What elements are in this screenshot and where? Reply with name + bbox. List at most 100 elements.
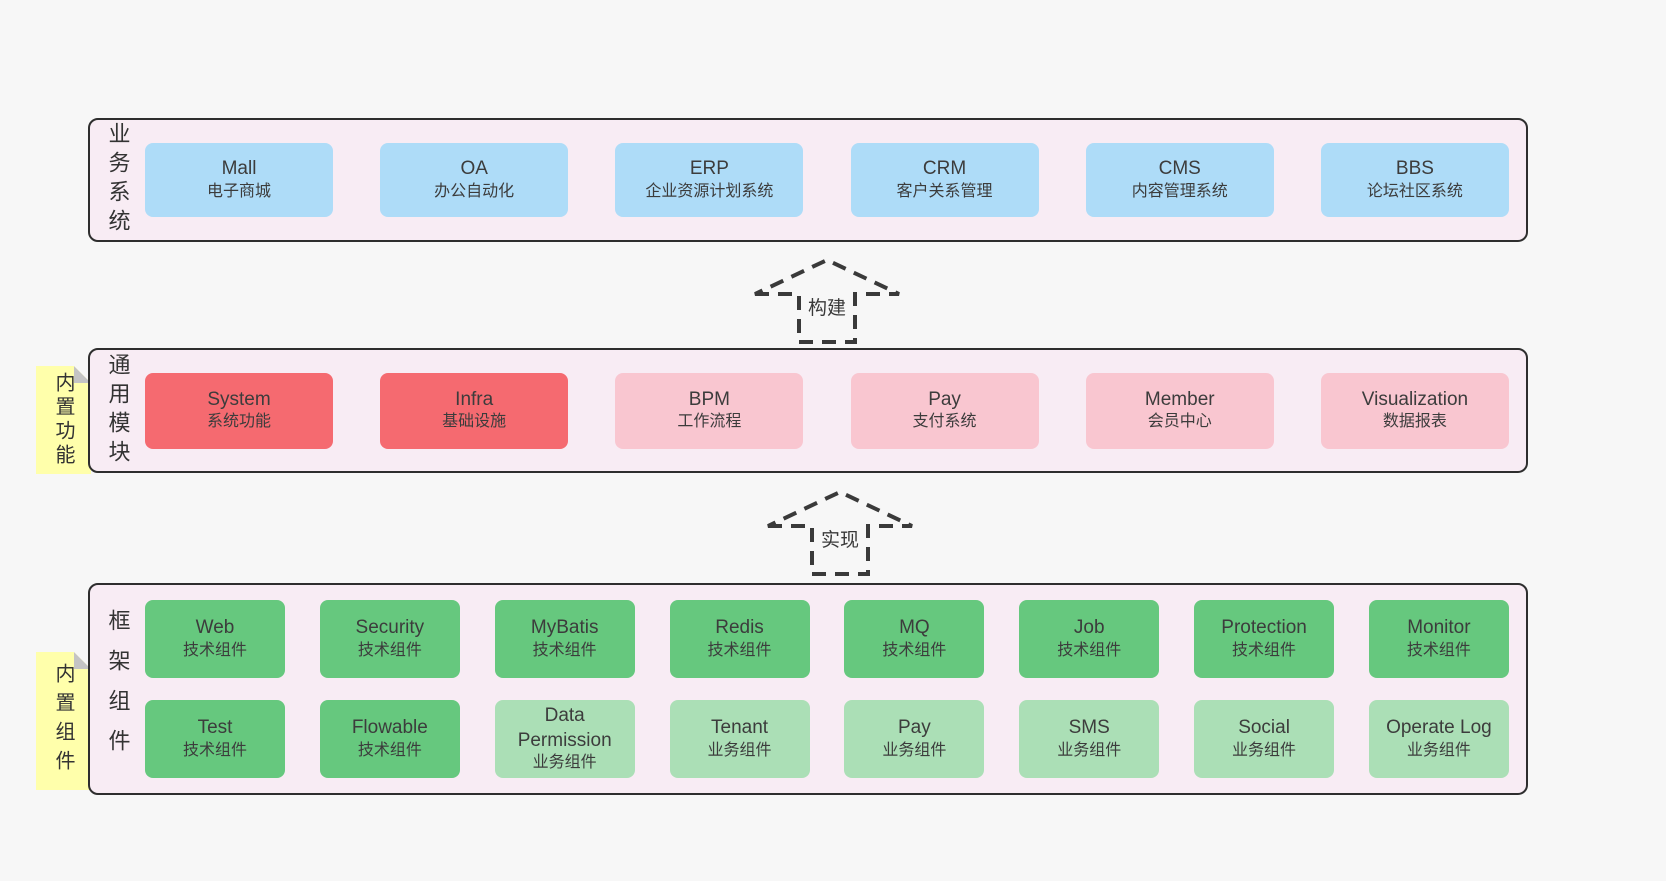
implement-arrow: 实现 <box>760 486 920 578</box>
box-title: CMS <box>1158 158 1201 180</box>
box-flowable: Flowable 技术组件 <box>319 700 460 778</box>
framework-components-panel: 框架组件 Web 技术组件 Security 技术组件 MyBatis 技术组件… <box>88 583 1528 795</box>
box-subtitle: 基础设施 <box>442 413 507 431</box>
box-mall: Mall 电子商城 <box>145 143 333 217</box>
box-title: Job <box>1073 617 1105 639</box>
up-arrow-icon <box>767 489 913 576</box>
box-protection: Protection 技术组件 <box>1194 600 1335 678</box>
box-erp: ERP 企业资源计划系统 <box>615 143 804 217</box>
box-subtitle: 企业资源计划系统 <box>645 182 774 200</box>
box-title: Flowable <box>351 717 428 739</box>
box-subtitle: 系统功能 <box>206 413 271 431</box>
box-subtitle: 业务组件 <box>1057 741 1122 759</box>
box-subtitle: 技术组件 <box>707 641 772 659</box>
box-subtitle: 业务组件 <box>532 754 597 772</box>
box-title: ERP <box>689 158 729 180</box>
box-subtitle: 办公自动化 <box>434 182 515 200</box>
sticky-built-in-functions: 内置功能 <box>36 366 91 474</box>
common-modules-panel: 通用模块 System 系统功能 Infra 基础设施 BPM 工作流程 Pay… <box>88 348 1528 473</box>
box-title: MQ <box>899 617 930 639</box>
box-subtitle: 技术组件 <box>182 741 247 759</box>
box-title: Infra <box>455 388 494 410</box>
box-subtitle: 内容管理系统 <box>1131 182 1228 200</box>
box-job: Job 技术组件 <box>1019 600 1160 678</box>
up-arrow-icon <box>754 257 900 344</box>
box-subtitle: 技术组件 <box>1232 641 1297 659</box>
box-title: MyBatis <box>530 617 599 639</box>
framework-components-rows: Web 技术组件 Security 技术组件 MyBatis 技术组件 Redi… <box>145 585 1526 793</box>
box-subtitle: 技术组件 <box>1057 641 1122 659</box>
box-pay-module: Pay 支付系统 <box>850 372 1039 449</box>
box-title: Redis <box>715 617 764 639</box>
box-subtitle: 业务组件 <box>1232 741 1297 759</box>
box-visualization: Visualization 数据报表 <box>1320 372 1509 449</box>
box-redis: Redis 技术组件 <box>669 600 810 678</box>
box-bpm: BPM 工作流程 <box>615 372 804 449</box>
box-title: Pay <box>928 388 961 410</box>
box-subtitle: 技术组件 <box>357 641 422 659</box>
framework-row-2: Test 技术组件 Flowable 技术组件 Data Permission … <box>145 700 1509 778</box>
box-title: Social <box>1238 717 1290 739</box>
box-data-permission: Data Permission 业务组件 <box>494 700 635 778</box>
box-operate-log: Operate Log 业务组件 <box>1368 700 1509 778</box>
business-systems-panel: 业务系统 Mall 电子商城 OA 办公自动化 ERP 企业资源计划系统 CRM… <box>88 118 1528 242</box>
box-title: BBS <box>1395 158 1434 180</box>
box-title: Tenant <box>711 717 769 739</box>
box-subtitle: 技术组件 <box>882 641 947 659</box>
box-system: System 系统功能 <box>145 372 333 449</box>
box-title: Security <box>355 617 425 639</box>
box-cms: CMS 内容管理系统 <box>1085 143 1274 217</box>
box-title: CRM <box>922 158 967 180</box>
business-systems-label: 业务系统 <box>105 122 131 238</box>
implement-arrow-label: 实现 <box>815 524 865 553</box>
sticky-label: 内置组件 <box>52 663 74 779</box>
box-title: Monitor <box>1407 617 1471 639</box>
box-test: Test 技术组件 <box>145 700 285 778</box>
box-title: System <box>207 388 271 410</box>
box-title: SMS <box>1068 717 1110 739</box>
box-title: Test <box>197 717 233 739</box>
common-modules-label: 通用模块 <box>105 352 131 469</box>
box-sms: SMS 业务组件 <box>1019 700 1160 778</box>
box-subtitle: 支付系统 <box>912 413 977 431</box>
box-bbs: BBS 论坛社区系统 <box>1320 143 1509 217</box>
box-mq: MQ 技术组件 <box>844 600 985 678</box>
box-subtitle: 技术组件 <box>182 641 247 659</box>
common-modules-boxes: System 系统功能 Infra 基础设施 BPM 工作流程 Pay 支付系统… <box>145 350 1526 471</box>
build-arrow-label: 构建 <box>802 292 852 321</box>
box-title: Data Permission <box>517 704 612 751</box>
business-systems-boxes: Mall 电子商城 OA 办公自动化 ERP 企业资源计划系统 CRM 客户关系… <box>145 120 1526 240</box>
box-monitor: Monitor 技术组件 <box>1368 600 1509 678</box>
box-infra: Infra 基础设施 <box>380 372 569 449</box>
box-subtitle: 业务组件 <box>707 741 772 759</box>
box-subtitle: 业务组件 <box>1406 741 1471 759</box>
box-subtitle: 会员中心 <box>1147 413 1212 431</box>
sticky-label: 内置功能 <box>52 372 74 468</box>
box-title: Protection <box>1221 617 1307 639</box>
box-subtitle: 技术组件 <box>357 741 422 759</box>
box-subtitle: 工作流程 <box>677 413 742 431</box>
box-subtitle: 客户关系管理 <box>896 182 993 200</box>
box-title: BPM <box>688 388 730 410</box>
box-pay-component: Pay 业务组件 <box>844 700 985 778</box>
box-mybatis: MyBatis 技术组件 <box>494 600 635 678</box>
box-subtitle: 论坛社区系统 <box>1366 182 1463 200</box>
box-title: Operate Log <box>1386 717 1492 739</box>
box-oa: OA 办公自动化 <box>380 143 569 217</box>
sticky-built-in-components: 内置组件 <box>36 652 91 790</box>
box-tenant: Tenant 业务组件 <box>669 700 810 778</box>
box-title: Member <box>1144 388 1215 410</box>
box-title: Mall <box>221 158 257 180</box>
framework-components-label: 框架组件 <box>105 609 131 769</box>
box-subtitle: 技术组件 <box>1406 641 1471 659</box>
framework-row-1: Web 技术组件 Security 技术组件 MyBatis 技术组件 Redi… <box>145 600 1509 678</box>
box-crm: CRM 客户关系管理 <box>850 143 1039 217</box>
build-arrow: 构建 <box>747 254 907 346</box>
box-social: Social 业务组件 <box>1194 700 1335 778</box>
box-title: Web <box>195 617 235 639</box>
box-subtitle: 技术组件 <box>532 641 597 659</box>
box-subtitle: 业务组件 <box>882 741 947 759</box>
box-title: Pay <box>898 717 931 739</box>
box-title: Visualization <box>1361 388 1469 410</box>
box-subtitle: 数据报表 <box>1382 413 1447 431</box>
